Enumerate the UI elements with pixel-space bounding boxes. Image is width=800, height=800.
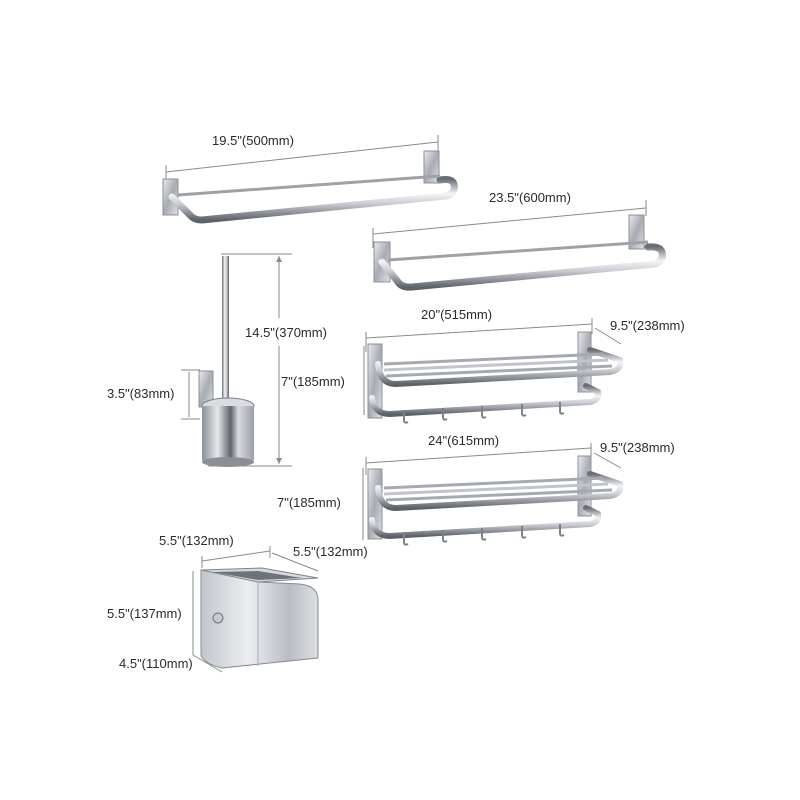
paper-depth-label: 5.5"(132mm): [293, 544, 368, 559]
towel-bar-500: [162, 135, 458, 224]
shelf1-height-label: 7"(185mm): [281, 374, 345, 389]
paper-height-label: 5.5"(137mm): [107, 606, 182, 621]
brush-height-label: 14.5"(370mm): [245, 325, 327, 340]
towel-shelf-515: [363, 318, 624, 424]
bar600-width-label: 23.5"(600mm): [489, 190, 571, 205]
toilet-paper-holder: [192, 546, 319, 673]
paper-width-label: 5.5"(132mm): [159, 533, 234, 548]
bar500-width-label: 19.5"(500mm): [212, 133, 294, 148]
towel-shelf-615: [362, 443, 624, 546]
shelf2-width-label: 24"(615mm): [428, 433, 500, 448]
brush-bracket-label: 3.5"(83mm): [107, 386, 175, 401]
shelf1-width-label: 20"(515mm): [421, 307, 493, 322]
toilet-brush-holder: [181, 253, 292, 467]
shelf2-height-label: 7"(185mm): [277, 495, 341, 510]
shelf2-depth-label: 9.5"(238mm): [600, 440, 675, 455]
shelf1-depth-label: 9.5"(238mm): [610, 318, 685, 333]
towel-bar-600: [372, 200, 666, 291]
paper-base-label: 4.5"(110mm): [119, 656, 193, 671]
